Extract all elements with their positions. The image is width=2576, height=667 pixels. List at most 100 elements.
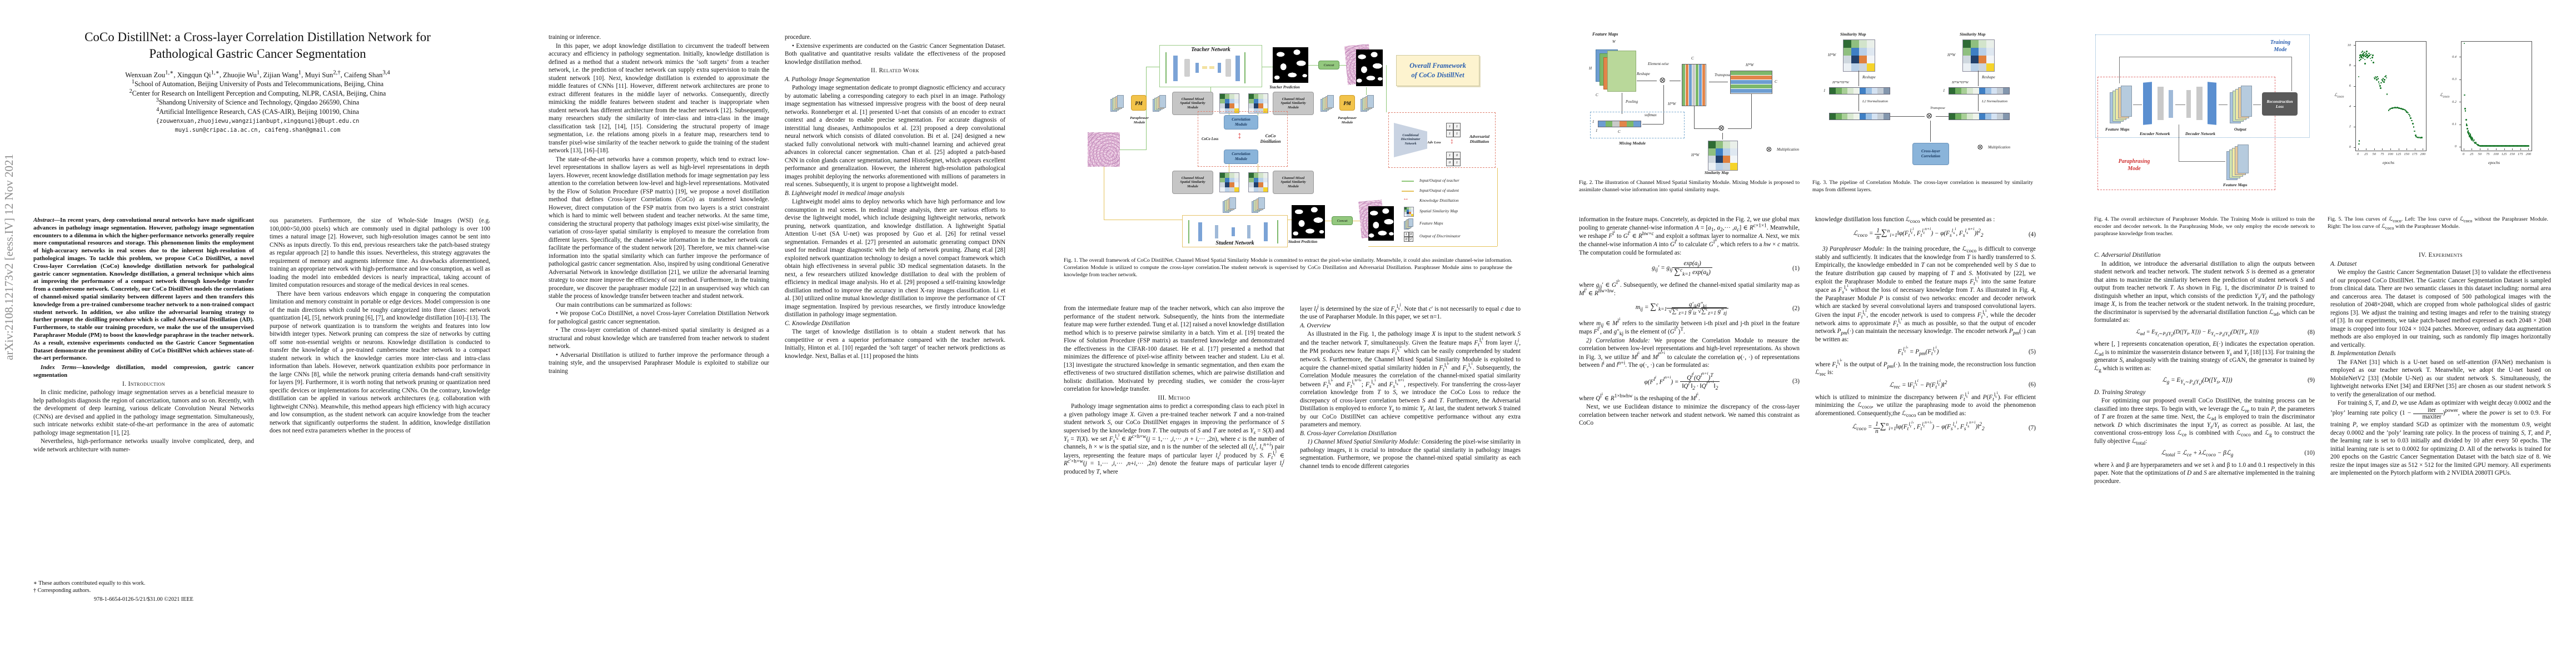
sim-cell — [1716, 141, 1723, 148]
feature-maps-label: Feature Maps — [2105, 127, 2130, 132]
sim-cell — [1843, 40, 1851, 48]
sim-cell — [1409, 214, 1411, 216]
data-point — [2472, 139, 2474, 141]
one-label: 1 — [1596, 128, 1598, 133]
matrix-row — [1731, 76, 1772, 80]
paragraph: 1) Channel Mixed Spatial Similarity Modu… — [1300, 439, 1521, 470]
student-network-label: Student Network — [1215, 240, 1254, 246]
multiply-icon: ⊗ — [1926, 112, 1933, 121]
x-tick-label: 75 — [2486, 152, 2490, 156]
data-point — [2394, 107, 2396, 108]
data-point — [2364, 62, 2366, 64]
feature-sheet — [1117, 95, 1124, 108]
legend-label: Feature Maps — [1419, 221, 1443, 226]
column-right: layer ltj is determined by the size of F… — [1300, 302, 1521, 603]
sim-cell — [1859, 63, 1867, 71]
sim-cell — [1249, 173, 1254, 178]
matrix-column — [1702, 64, 1706, 106]
sim-cell — [1258, 177, 1263, 182]
sim-cell — [1404, 210, 1407, 212]
data-point — [2390, 107, 2393, 109]
sim-cell — [1234, 177, 1239, 182]
x-axis-label: epochs — [2383, 160, 2395, 165]
multiply-icon: ⊗ — [1659, 76, 1666, 85]
sim-cell — [1971, 48, 1979, 56]
equation-body: ℒtotal = ℒce + λℒcoco − βℒg — [2161, 450, 2234, 459]
row-segment — [1979, 88, 1985, 94]
row-segment — [1979, 113, 1985, 120]
grid-cell: 1 — [1453, 123, 1461, 130]
data-point — [2399, 107, 2401, 109]
data-point — [2363, 56, 2365, 57]
equation-body: φ(Fli, Fln+i) = Qli(Qln+i)T‖Qli‖2 · ‖Qln… — [1579, 371, 1785, 391]
row-segment — [1859, 88, 1866, 94]
data-point — [2398, 107, 2400, 109]
row-segment — [1991, 88, 1997, 94]
row-segment — [1967, 88, 1974, 94]
data-point — [2389, 108, 2391, 110]
c-label: C — [1775, 79, 1777, 84]
decoder-layer — [2208, 82, 2216, 125]
legend-label: Input/Output of student — [1419, 188, 1459, 193]
sim-cell — [1249, 187, 1254, 192]
paragraph: information in the feature maps. Concret… — [1579, 216, 1800, 256]
grid-cell: 1 — [1453, 130, 1461, 137]
connector-line — [1308, 65, 1318, 66]
data-point — [2409, 115, 2411, 117]
row-segment — [1955, 113, 1961, 120]
data-point — [2463, 42, 2465, 44]
network-layer-bar — [1184, 59, 1190, 77]
l2-label: L2 Normalization — [1982, 99, 2008, 103]
column-left: training or inference. In this paper, we… — [549, 33, 769, 603]
row-segment — [1841, 113, 1848, 120]
network-layer-bar — [1277, 220, 1278, 243]
sim-cell — [1263, 182, 1268, 187]
row-segment — [1973, 88, 1979, 94]
data-point — [2464, 94, 2465, 96]
adversarial-distillation-box — [1388, 112, 1496, 168]
paraphraser-module-box: PM — [1339, 95, 1355, 111]
network-layer-bar — [1173, 56, 1178, 81]
feature-maps-icon — [2110, 86, 2132, 123]
row-segment — [1853, 88, 1860, 94]
legend-label: Spatial Similarity Map — [1419, 208, 1458, 213]
data-point — [2528, 145, 2529, 147]
normalized-vector — [1949, 113, 2010, 120]
matrix-column — [1699, 64, 1702, 106]
data-point — [2379, 85, 2381, 87]
sim-cell — [1224, 177, 1229, 182]
data-point — [2407, 112, 2409, 114]
x-tick-label: 0 — [2357, 152, 2359, 156]
data-point — [2366, 57, 2368, 58]
network-layer-bar — [1195, 63, 1199, 73]
equation-body: ℒg = EYs∼Ps(Ys)(D([Ys, X])) — [2162, 377, 2233, 387]
equation-body: ℒad = EYt∼Pt(Yt)(D([Yt, X])) − EYs∼Ps(Ys… — [2136, 328, 2259, 338]
row-segment — [1871, 88, 1878, 94]
connector-line — [1642, 124, 1663, 125]
c-label: C — [1618, 130, 1621, 134]
sim-cell — [1258, 103, 1263, 108]
arxiv-banner: arXiv:2108.12173v2 [eess.IV] 12 Nov 2021 — [2, 154, 16, 360]
data-point — [2371, 57, 2373, 58]
equation-6: ℒrec = ‖Ftlti − P(Ftlti)‖2(6) — [1815, 378, 2036, 390]
legend-feature-maps-icon — [1404, 218, 1413, 230]
elementwise-label: Element-wise — [1648, 62, 1669, 66]
sim-cell — [1716, 148, 1723, 156]
sim-cell — [1407, 207, 1409, 210]
legend-simmap-icon — [1404, 207, 1414, 217]
kd-arrow-icon: ↕ — [1450, 137, 1454, 145]
y-tick-mark — [2354, 86, 2355, 87]
legend-label: Output of Discriminator — [1419, 233, 1461, 238]
sim-cell — [1220, 98, 1225, 103]
sim-cell — [1986, 40, 1994, 48]
subsection-heading: C. Adversarial Distillation — [2094, 252, 2161, 258]
row-segment — [1955, 88, 1961, 94]
data-point — [2386, 93, 2388, 95]
sim-cell — [1723, 148, 1730, 156]
data-point — [2406, 111, 2408, 113]
data-point — [2360, 51, 2363, 53]
